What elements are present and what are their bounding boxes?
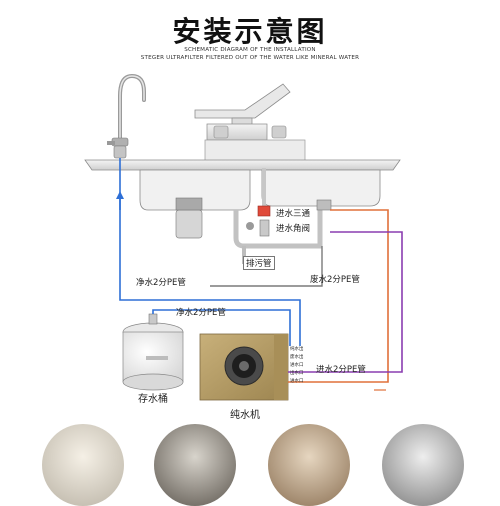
photo-bubble (154, 424, 236, 506)
page-title: 安装示意图 (172, 15, 328, 48)
pure-water-line-tank (152, 309, 291, 346)
port-label: 进水口 (290, 363, 304, 368)
label-pure-water-pipe-2: 净水2分PE管 (176, 308, 226, 318)
drain-line (210, 246, 323, 287)
purifier-machine (199, 333, 289, 401)
label-storage-tank: 存水桶 (138, 394, 168, 405)
angle-valve (246, 168, 271, 237)
port-label: 废水出 (290, 355, 304, 360)
sink-counter (84, 159, 401, 211)
label-inlet-pipe: 进水2分PE管 (316, 365, 366, 375)
label-inlet-tee: 进水三通 (276, 209, 311, 219)
label-waste-water-pipe: 废水2分PE管 (310, 275, 360, 285)
diagram-canvas (84, 73, 403, 401)
pure-water-line-faucet (119, 158, 301, 346)
label-purifier: 纯水机 (230, 410, 260, 421)
label-drain-pipe: 排污管 (243, 256, 275, 270)
photo-bubble (268, 424, 350, 506)
port-label: 纯水出 (290, 347, 304, 352)
installation-diagram: 安装示意图 SCHEMATIC DIAGRAM OF THE INSTALLAT… (42, 15, 464, 506)
label-pure-water-pipe-1: 净水2分PE管 (136, 278, 186, 288)
waste-water-line (288, 209, 389, 383)
purifier-faucet (107, 73, 146, 159)
subtitle-line-1: SCHEMATIC DIAGRAM OF THE INSTALLATION (184, 47, 316, 53)
port-label: 进水口 (290, 379, 304, 384)
storage-tank (122, 313, 184, 391)
subtitle-line-2: STEGER ULTRAFILTER FILTERED OUT OF THE W… (140, 55, 360, 61)
label-inlet-angle-valve: 进水角阀 (276, 224, 311, 234)
kitchen-faucet (194, 83, 306, 163)
photo-bubble (382, 424, 464, 506)
inlet-water-line (288, 231, 403, 373)
port-label: 出水口 (290, 371, 304, 376)
photo-bubble (42, 424, 124, 506)
